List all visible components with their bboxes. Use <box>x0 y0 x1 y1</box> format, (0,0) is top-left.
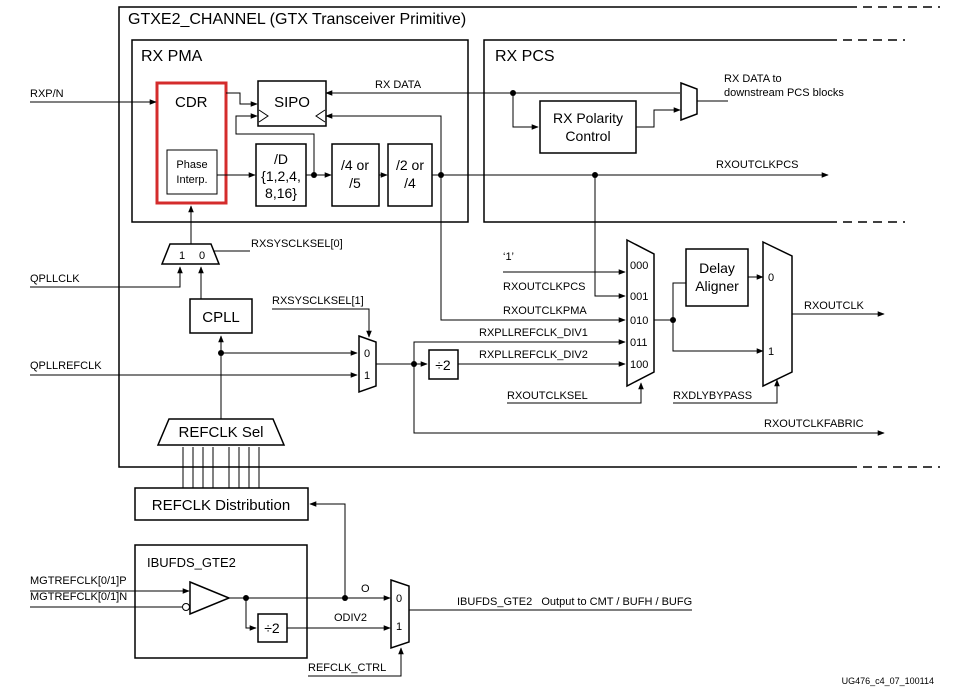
out-mux-in-1: 1 <box>396 621 402 633</box>
rxoutclk-label: RXOUTCLK <box>804 300 865 312</box>
refclk-mux <box>358 334 377 394</box>
div-d-label-2: {1,2,4, <box>261 168 301 184</box>
out-mux-in-0: 0 <box>396 593 402 605</box>
div2-ibufds-block <box>257 613 288 643</box>
figure-id: UG476_c4_07_100114 <box>842 676 934 686</box>
div-2or4-label-2: /4 <box>404 175 416 191</box>
channel-title: GTXE2_CHANNEL (GTX Transceiver Primitive… <box>128 11 466 28</box>
qpllrefclk-label: QPLLREFCLK <box>30 360 102 372</box>
refclk-sel-block <box>156 418 286 446</box>
delay-aligner-block <box>685 248 749 307</box>
delay-aligner-label-2: Aligner <box>695 278 739 294</box>
rx-pcs-box <box>483 39 905 223</box>
pll-mux-in-1: 1 <box>179 250 185 262</box>
div-d-block <box>255 143 307 207</box>
sel-100: 100 <box>630 359 648 371</box>
rxdlybypass-mux <box>762 240 793 388</box>
rxoutclksel-label: RXOUTCLKSEL <box>507 390 588 402</box>
rxoutclksel-mux <box>626 238 655 388</box>
div-d-label-3: 8,16} <box>265 185 297 201</box>
pll-select-mux <box>160 243 221 265</box>
rxpllrefclk-div2-label: RXPLLREFCLK_DIV2 <box>479 349 588 361</box>
div-4or5-label-2: /5 <box>349 175 361 191</box>
delay-aligner-label-1: Delay <box>699 260 735 276</box>
refclk-mux-in-0: 0 <box>364 348 370 360</box>
phase-interp-label-1: Phase <box>176 159 207 171</box>
qpllclk-label: QPLLCLK <box>30 273 80 285</box>
div-d-label-1: /D <box>274 151 288 167</box>
mgtrefclk-n-label: MGTREFCLK[0/1]N <box>30 591 127 603</box>
refclk-bus-lines <box>182 447 260 488</box>
rx-polarity-label-1: RX Polarity <box>553 110 623 126</box>
bypass-mux-in-1: 1 <box>768 346 774 358</box>
refclk-mux-in-1: 1 <box>364 370 370 382</box>
rxoutclkpcs-out-label: RXOUTCLKPCS <box>716 159 799 171</box>
sel-000: 000 <box>630 260 648 272</box>
rxoutclkfabric-label: RXOUTCLKFABRIC <box>764 418 864 430</box>
sipo-block <box>257 80 327 127</box>
gtxe2-channel-frame <box>118 6 940 468</box>
cpll-label: CPLL <box>202 309 240 326</box>
rxsysclksel0-label: RXSYSCLKSEL[0] <box>251 238 343 250</box>
rxoutclkpma-label: RXOUTCLKPMA <box>503 305 587 317</box>
cpll-block <box>189 298 253 334</box>
ibufds-label: IBUFDS_GTE2 <box>147 555 236 570</box>
output-mux <box>390 578 410 650</box>
mgtrefclk-p-label: MGTREFCLK[0/1]P <box>30 575 127 587</box>
odiv2-label: ODIV2 <box>334 612 367 624</box>
o-label: O <box>361 583 370 595</box>
rx-pcs-label: RX PCS <box>495 48 555 65</box>
rx-polarity-block <box>539 100 637 154</box>
sel-001: 001 <box>630 291 648 303</box>
refclk-ctrl-label: REFCLK_CTRL <box>308 662 386 674</box>
rxdlybypass-label: RXDLYBYPASS <box>673 390 752 402</box>
rxoutclkpcs-in-label: RXOUTCLKPCS <box>503 281 586 293</box>
bypass-mux-in-0: 0 <box>768 272 774 284</box>
phase-interp-label-2: Interp. <box>176 174 207 186</box>
ibufds-output-label: IBUFDS_GTE2 Output to CMT / BUFH / BUFG <box>457 596 692 608</box>
cdr-highlight <box>155 81 228 205</box>
div2-ibufds-label: ÷2 <box>264 620 280 636</box>
phase-interp-block <box>166 149 218 195</box>
rxpn-label: RXP/N <box>30 88 64 100</box>
sel-010: 010 <box>630 315 648 327</box>
rx-pma-box <box>131 39 469 223</box>
sipo-label: SIPO <box>274 94 310 111</box>
rx-data-downstream-2: downstream PCS blocks <box>724 87 844 99</box>
ibufds-buffer-icon <box>189 580 231 616</box>
rx-data-label: RX DATA <box>375 79 422 91</box>
const-one-label: ‘1’ <box>503 251 514 263</box>
div-2or4-label-1: /2 or <box>396 157 424 173</box>
div-4or5-label-1: /4 or <box>341 157 369 173</box>
pll-mux-in-0: 0 <box>199 250 205 262</box>
cdr-label: CDR <box>175 94 208 111</box>
rx-pma-label: RX PMA <box>141 48 203 65</box>
rxpllrefclk-div1-label: RXPLLREFCLK_DIV1 <box>479 327 588 339</box>
refclk-distribution-block <box>134 487 309 521</box>
div2-rx-label: ÷2 <box>435 357 451 373</box>
refclk-sel-label: REFCLK Sel <box>178 424 263 441</box>
rxsysclksel1-label: RXSYSCLKSEL[1] <box>272 295 364 307</box>
sel-011: 011 <box>630 337 648 349</box>
refclk-distribution-label: REFCLK Distribution <box>152 497 290 514</box>
rx-data-downstream-1: RX DATA to <box>724 73 782 85</box>
rx-data-mux <box>680 81 698 122</box>
rx-polarity-label-2: Control <box>565 128 610 144</box>
